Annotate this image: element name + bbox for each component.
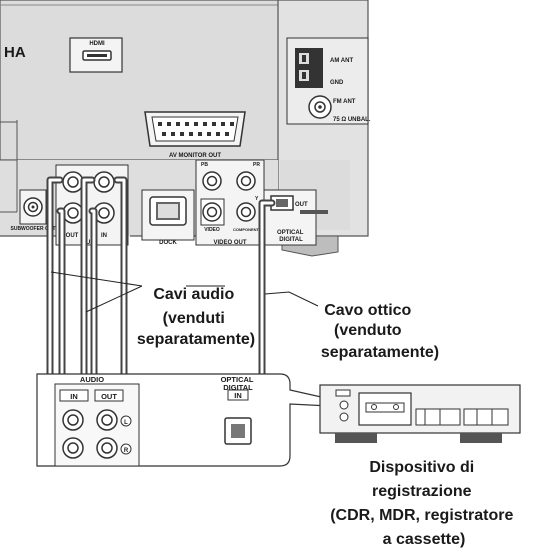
optical-out-port (263, 189, 328, 246)
optical-cable-leader (264, 291, 319, 307)
optical-cable-callout-line: separatamente) (321, 344, 439, 361)
am-ant-label: AM ANT (330, 58, 353, 64)
recorder-rear-panel (36, 373, 371, 467)
hdmi-label: HDMI (89, 41, 105, 47)
antenna-terminals (286, 37, 369, 125)
aux-out-label: OUT (66, 233, 79, 239)
audio-cables-callout-line: (venduti (163, 310, 225, 327)
subwoofer-out-label: SUBWOOFER OUT (11, 226, 56, 232)
gnd-label: GND (330, 80, 344, 86)
recorder-optical-digital-label: OPTICAL DIGITAL (221, 375, 256, 392)
recording-device-callout-line: Dispositivo di (369, 459, 474, 476)
optical-cable-callout: Cavo ottico (venduto separatamente) (321, 302, 439, 361)
left-channel-marker: L (124, 420, 128, 426)
recorder-optical-digital-line: DIGITAL (223, 383, 253, 392)
audio-cables-callout-line: Cavi audio (153, 286, 234, 303)
recorder-in-label: IN (70, 392, 78, 401)
hdmi-port (69, 37, 123, 73)
dock-connector (141, 189, 195, 241)
fm-ant-label: FM ANT (333, 99, 356, 105)
pb-label: PB (201, 162, 208, 168)
brand-partial: HA (4, 44, 26, 61)
optical-out-label: OUT (295, 202, 308, 208)
aux-in-label: IN (101, 233, 107, 239)
recording-device-callout-line: a cassette) (383, 531, 466, 548)
optical-cable-callout-line: Cavo ottico (324, 302, 411, 319)
y-label: Y (255, 196, 259, 202)
dock-label: DOCK (159, 240, 177, 246)
video-label: VIDEO (204, 227, 220, 233)
recorder-optical-digital-line: OPTICAL (221, 375, 254, 384)
component-label: COMPONENT (233, 227, 260, 232)
av-monitor-out-connector (144, 111, 246, 147)
recorder-optical-in-label: IN (234, 391, 242, 400)
audio-cables-callout-line: separatamente) (137, 331, 255, 348)
audio-cable-leader (50, 271, 143, 287)
optical-digital-label-line: DIGITAL (279, 237, 303, 243)
pr-label: PR (253, 162, 260, 168)
recording-device-callout-line: (CDR, MDR, registratore (330, 507, 513, 524)
optical-digital-label-top: OPTICAL DIGITAL (277, 230, 305, 243)
recording-device-drawing (319, 384, 521, 443)
fm-impedance-label: 75 Ω UNBAL. (333, 117, 371, 123)
av-monitor-out-label: AV MONITOR OUT (169, 153, 221, 159)
optical-cable-callout-line: (venduto (334, 322, 402, 339)
audio-cables-callout: Cavi audio (venduti separatamente) (137, 286, 255, 348)
aux-label: AUX (82, 240, 95, 246)
audio-cable-leader (85, 285, 143, 313)
subwoofer-out-jack (19, 189, 47, 225)
video-out-label: VIDEO OUT (213, 240, 246, 246)
recorder-out-label: OUT (101, 392, 117, 401)
right-channel-marker: R (124, 448, 129, 454)
recorder-audio-label: AUDIO (80, 375, 104, 384)
callout-leaders (50, 271, 319, 313)
recording-device-callout-line: registrazione (372, 483, 472, 500)
optical-digital-label-line: OPTICAL (277, 230, 304, 236)
recording-device-callout: Dispositivo di registrazione (CDR, MDR, … (330, 459, 518, 548)
